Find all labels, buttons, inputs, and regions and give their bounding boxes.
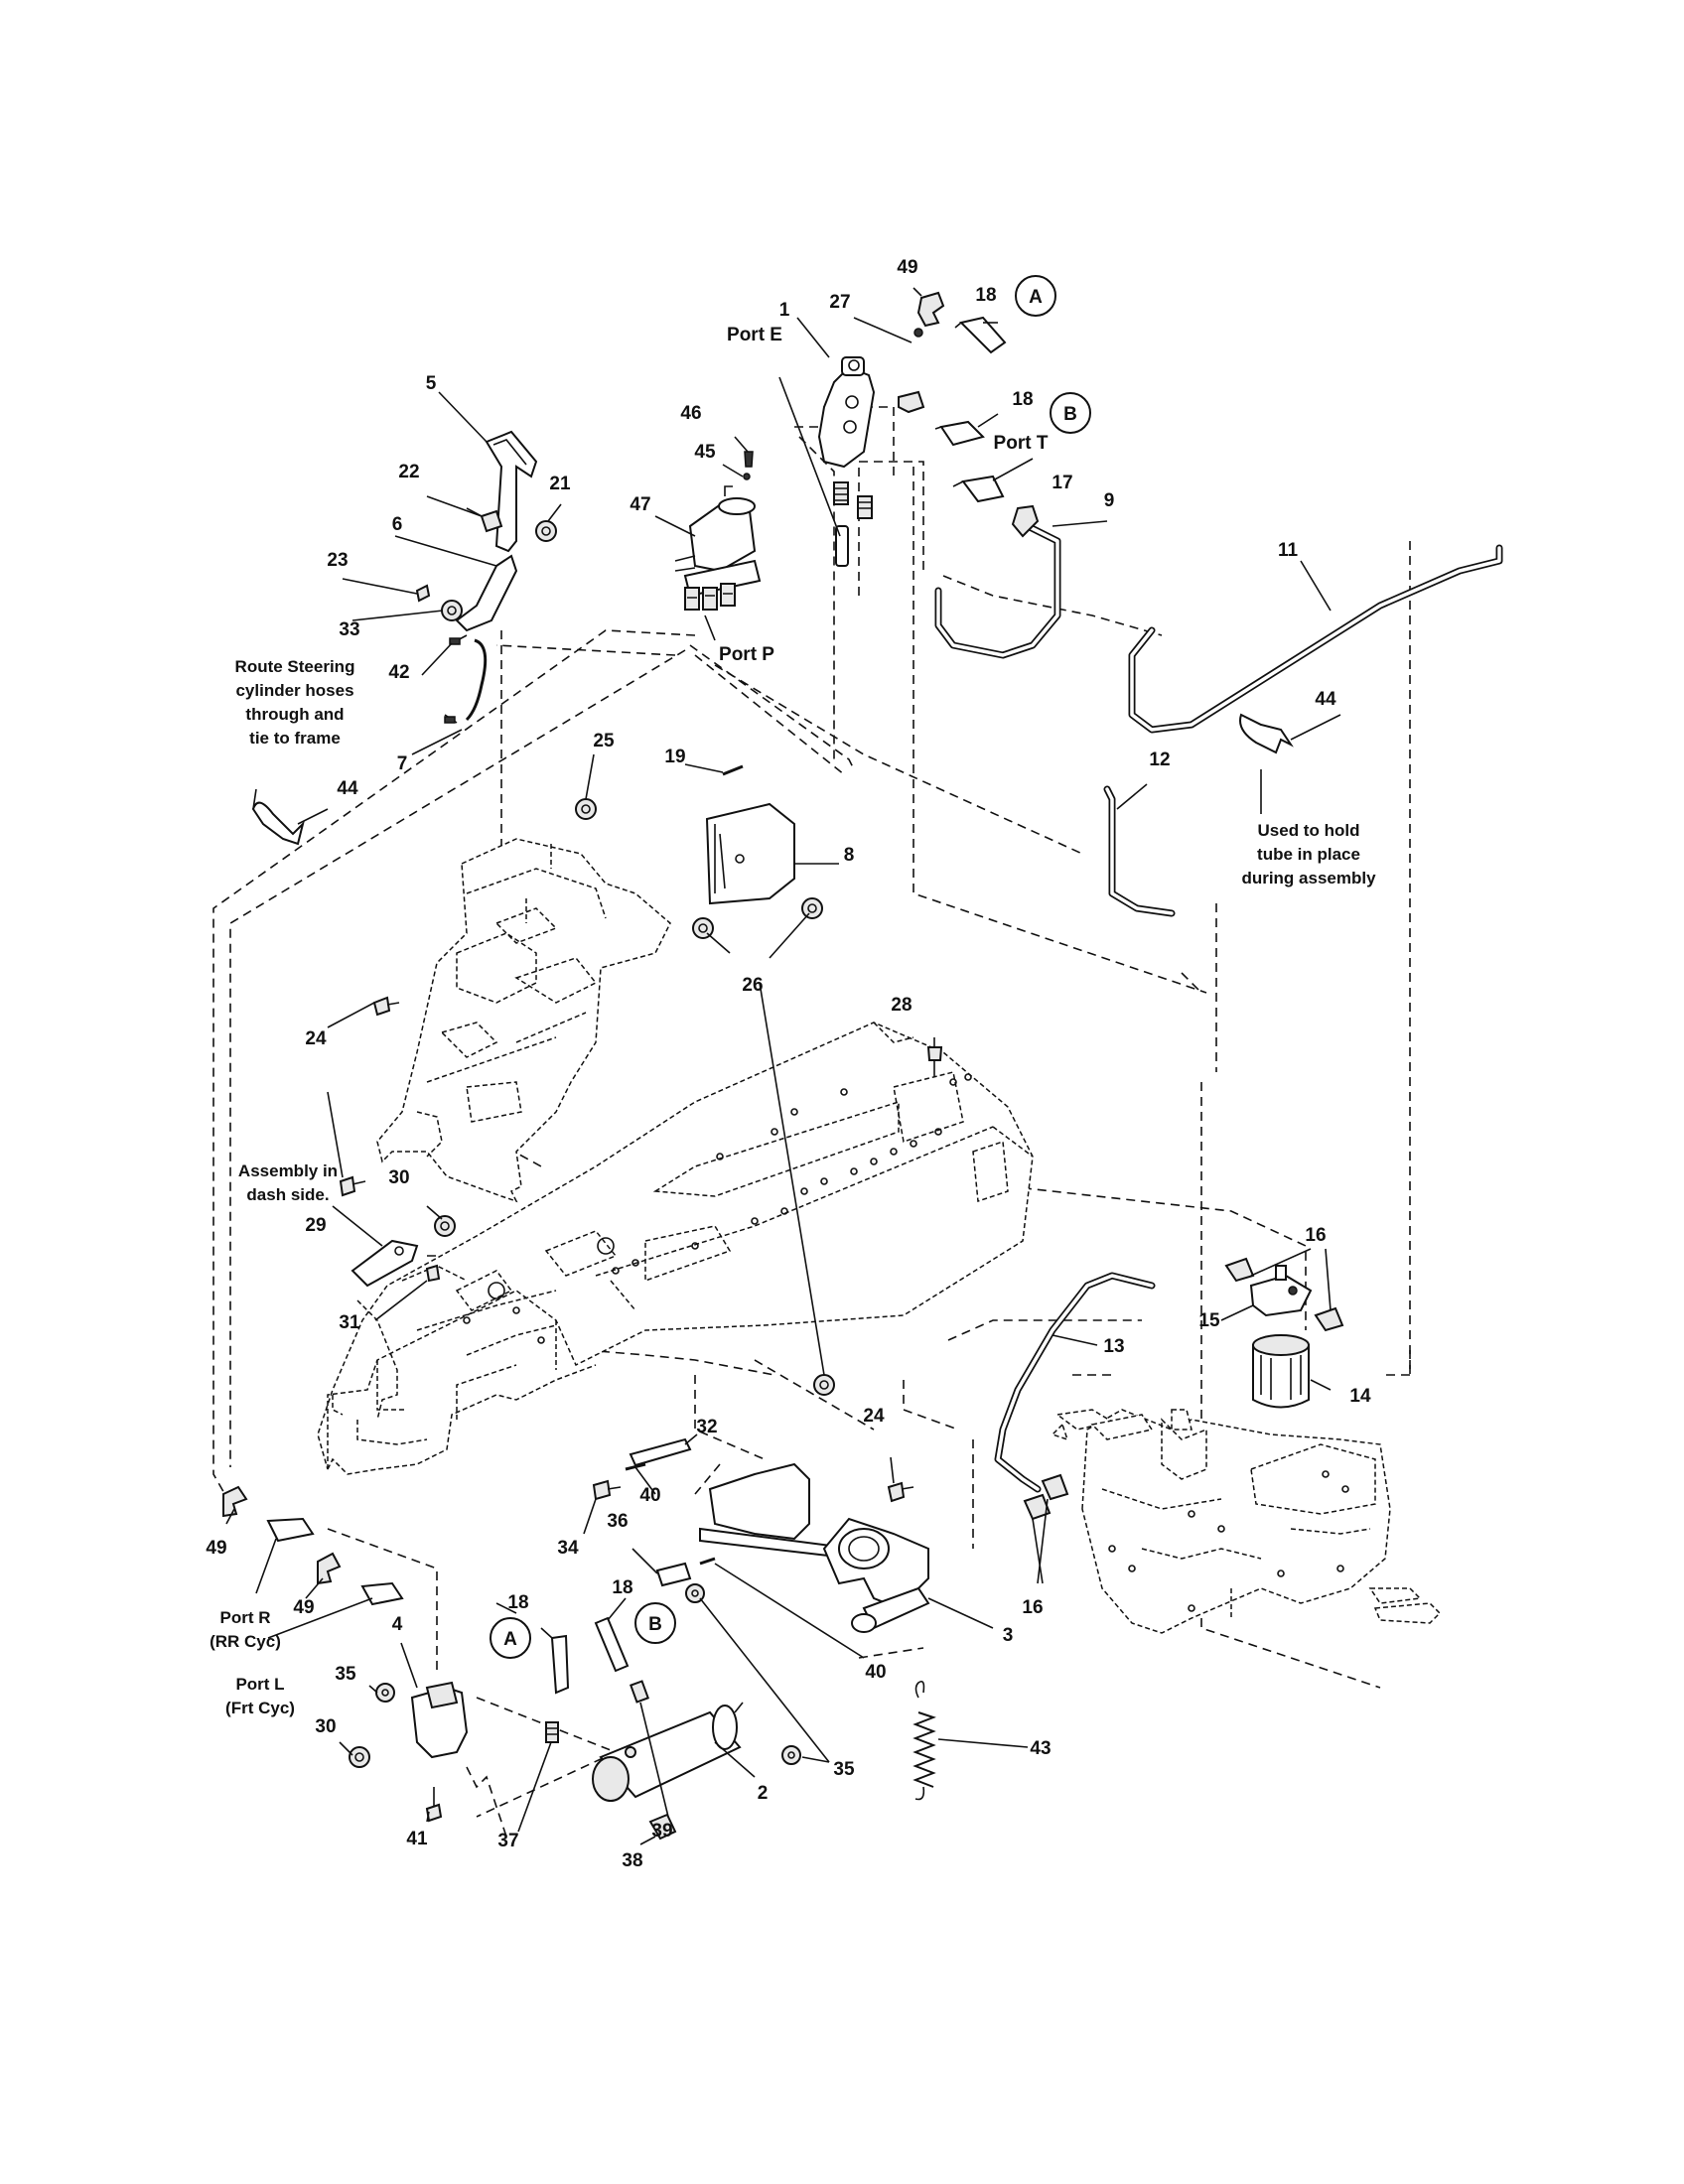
svg-text:(Frt Cyc): (Frt Cyc) <box>225 1699 295 1717</box>
main-frame <box>317 1022 1034 1475</box>
leader-lines <box>225 287 1341 1845</box>
callout-33: 33 <box>339 619 359 640</box>
callout-27: 27 <box>829 292 850 313</box>
callout-34: 34 <box>557 1538 579 1559</box>
assembly-dashed-lines <box>212 406 1411 1838</box>
callout-25: 25 <box>593 731 615 751</box>
callout-labels: 1 27 49 18 A Port E 18 B Port T 17 9 11 … <box>206 257 1371 1871</box>
callout-49: 49 <box>897 257 917 278</box>
dash-panel <box>376 838 671 1203</box>
svg-text:Port L: Port L <box>235 1675 284 1694</box>
callout-18: 18 <box>507 1592 528 1613</box>
svg-text:Assembly in: Assembly in <box>238 1161 338 1180</box>
callout-29: 29 <box>305 1215 326 1236</box>
callout-22: 22 <box>398 462 419 482</box>
callout-9: 9 <box>1104 490 1115 511</box>
callout-14: 14 <box>1349 1386 1371 1407</box>
svg-text:Used to hold: Used to hold <box>1258 821 1360 840</box>
callout-30: 30 <box>388 1167 409 1188</box>
label-port-p: Port P <box>719 644 774 665</box>
callout-12: 12 <box>1149 750 1170 770</box>
callout-46: 46 <box>680 403 701 424</box>
callout-24: 24 <box>863 1406 885 1427</box>
callout-17: 17 <box>1052 473 1072 493</box>
callout-41: 41 <box>406 1829 428 1849</box>
svg-text:through and: through and <box>245 705 344 724</box>
reference-b: B <box>1063 404 1077 425</box>
callout-47: 47 <box>630 494 650 515</box>
callout-43: 43 <box>1030 1738 1051 1759</box>
svg-text:Port R: Port R <box>220 1608 271 1627</box>
callout-42: 42 <box>388 662 409 683</box>
callout-45: 45 <box>694 442 716 463</box>
callout-35: 35 <box>833 1759 855 1780</box>
reference-a: A <box>503 1629 517 1650</box>
callout-24: 24 <box>305 1028 327 1049</box>
callout-31: 31 <box>339 1312 360 1333</box>
callout-32: 32 <box>696 1417 717 1437</box>
label-port-t: Port T <box>994 433 1049 454</box>
svg-text:tie to frame: tie to frame <box>249 729 341 748</box>
svg-text:Route Steering: Route Steering <box>235 657 355 676</box>
callout-21: 21 <box>549 474 571 494</box>
callout-38: 38 <box>622 1850 642 1871</box>
callout-1: 1 <box>779 300 790 321</box>
note-assembly-dash-side: Assembly in dash side. <box>238 1161 338 1204</box>
callout-19: 19 <box>664 747 685 767</box>
callout-23: 23 <box>327 550 348 571</box>
note-used-to-hold: Used to hold tube in place during assemb… <box>1241 821 1376 887</box>
callout-13: 13 <box>1103 1336 1124 1357</box>
callout-18: 18 <box>975 285 996 306</box>
callout-6: 6 <box>392 514 403 535</box>
callout-49: 49 <box>206 1538 226 1559</box>
callout-44: 44 <box>1315 689 1336 710</box>
notes: Route Steering cylinder hoses through an… <box>210 657 1376 1717</box>
callout-49: 49 <box>293 1597 314 1618</box>
callout-16: 16 <box>1022 1597 1043 1618</box>
callout-8: 8 <box>844 845 855 866</box>
callout-2: 2 <box>758 1783 769 1804</box>
hydraulic-tubes <box>934 522 1503 1493</box>
callout-40: 40 <box>865 1662 886 1683</box>
callout-11: 11 <box>1278 540 1299 561</box>
callout-36: 36 <box>607 1511 628 1532</box>
svg-text:tube in place: tube in place <box>1257 845 1360 864</box>
callout-40: 40 <box>639 1485 660 1506</box>
label-port-e: Port E <box>727 325 782 345</box>
callout-37: 37 <box>497 1831 518 1851</box>
transmission <box>1051 1409 1442 1634</box>
note-port-l: Port L (Frt Cyc) <box>225 1675 295 1717</box>
callout-30: 30 <box>315 1716 336 1737</box>
callout-5: 5 <box>426 373 437 394</box>
callout-39: 39 <box>651 1821 672 1842</box>
svg-text:cylinder hoses: cylinder hoses <box>235 681 353 700</box>
callout-16: 16 <box>1305 1225 1326 1246</box>
callout-15: 15 <box>1198 1310 1220 1331</box>
callout-28: 28 <box>891 995 912 1016</box>
callout-7: 7 <box>397 753 408 774</box>
callout-26: 26 <box>742 975 763 996</box>
callout-35: 35 <box>335 1664 356 1685</box>
reference-circles <box>490 275 1091 1659</box>
callout-3: 3 <box>1003 1625 1014 1646</box>
svg-text:dash side.: dash side. <box>246 1185 329 1204</box>
svg-text:(RR Cyc): (RR Cyc) <box>210 1632 281 1651</box>
callout-18: 18 <box>1012 389 1033 410</box>
note-route-steering: Route Steering cylinder hoses through an… <box>235 657 355 748</box>
callout-44: 44 <box>337 778 358 799</box>
callout-18: 18 <box>612 1577 632 1598</box>
note-port-r: Port R (RR Cyc) <box>210 1608 281 1651</box>
reference-b: B <box>648 1614 662 1635</box>
reference-a: A <box>1029 287 1043 308</box>
callout-4: 4 <box>392 1614 403 1635</box>
svg-text:during assembly: during assembly <box>1241 869 1376 887</box>
